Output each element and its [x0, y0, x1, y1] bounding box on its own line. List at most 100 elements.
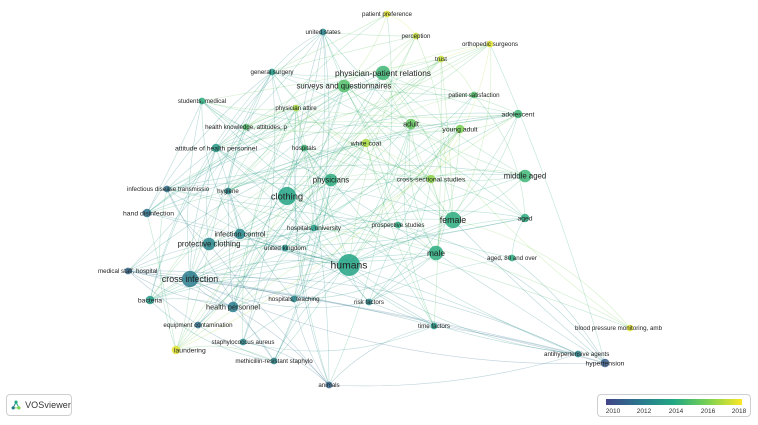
network-node[interactable] — [239, 338, 247, 346]
node-label[interactable]: physician-patient relations — [335, 68, 431, 78]
node-label[interactable]: young adult — [442, 126, 477, 133]
network-node[interactable] — [124, 267, 132, 275]
network-node[interactable] — [270, 357, 278, 365]
node-label[interactable]: bacteria — [138, 297, 162, 304]
node-label[interactable]: physician attire — [275, 105, 317, 112]
node-label[interactable]: aged — [517, 215, 532, 222]
network-node[interactable] — [163, 185, 171, 193]
node-label[interactable]: hospitals, university — [287, 225, 342, 232]
network-node[interactable] — [292, 104, 300, 112]
node-label[interactable]: hand disinfection — [123, 210, 174, 217]
network-node[interactable] — [325, 381, 333, 389]
node-label[interactable]: antihypertensive agents — [544, 351, 609, 358]
network-node[interactable] — [211, 143, 221, 153]
node-label[interactable]: time factors — [418, 323, 450, 330]
network-node[interactable] — [437, 55, 445, 63]
network-node[interactable] — [600, 358, 610, 368]
network-node[interactable] — [145, 295, 155, 305]
network-node[interactable] — [227, 301, 239, 313]
network-node[interactable] — [486, 40, 494, 48]
node-label[interactable]: patient satisfaction — [448, 92, 500, 99]
network-node[interactable] — [513, 109, 523, 119]
network-node[interactable] — [365, 298, 373, 306]
network-node[interactable] — [290, 295, 298, 303]
node-label[interactable]: general surgery — [251, 69, 295, 76]
network-node[interactable] — [412, 32, 420, 40]
network-node[interactable] — [470, 91, 478, 99]
network-node[interactable] — [428, 245, 444, 261]
node-label[interactable]: adult — [403, 120, 419, 129]
node-label[interactable]: physicians — [313, 176, 350, 185]
network-node[interactable] — [426, 174, 436, 184]
network-node[interactable] — [338, 254, 360, 276]
node-label[interactable]: health personnel — [206, 303, 260, 312]
network-node[interactable] — [277, 186, 297, 206]
network-node[interactable] — [324, 173, 338, 187]
network-node[interactable] — [375, 65, 391, 81]
network-node[interactable] — [508, 254, 516, 262]
node-label[interactable]: staphylococcus aureus — [212, 339, 275, 346]
network-node[interactable] — [202, 237, 216, 251]
node-label[interactable]: trust — [435, 56, 447, 63]
node-label[interactable]: adolescent — [502, 111, 535, 118]
network-node[interactable] — [444, 211, 462, 229]
node-label[interactable]: united kingdom — [264, 245, 306, 252]
network-node[interactable] — [383, 10, 391, 18]
network-node[interactable] — [281, 244, 289, 252]
node-label[interactable]: protective clothing — [178, 240, 241, 249]
network-node[interactable] — [337, 79, 351, 93]
node-label[interactable]: equipment contamination — [163, 322, 233, 329]
network-node[interactable] — [171, 345, 181, 355]
node-label[interactable]: prospective studies — [372, 222, 425, 229]
network-node[interactable] — [430, 322, 438, 330]
node-label[interactable]: female — [440, 215, 467, 225]
network-node[interactable] — [518, 169, 532, 183]
network-node[interactable] — [242, 123, 250, 131]
network-node[interactable] — [224, 187, 232, 195]
network-node[interactable] — [194, 321, 202, 329]
node-label[interactable]: attitude of health personnel — [175, 145, 257, 152]
node-label[interactable]: hospitals — [292, 145, 316, 152]
network-node[interactable] — [181, 270, 199, 288]
network-node[interactable] — [310, 224, 318, 232]
node-label[interactable]: methicillin-resistant staphylo — [235, 358, 313, 365]
node-label[interactable]: united states — [305, 29, 340, 36]
node-label[interactable]: hygiene — [217, 188, 239, 195]
node-label[interactable]: male — [427, 248, 445, 258]
node-label[interactable]: surveys and questionnaires — [297, 82, 392, 91]
node-label[interactable]: clothing — [271, 190, 303, 201]
network-node[interactable] — [268, 68, 276, 76]
node-label[interactable]: risk factors — [354, 299, 384, 306]
network-node[interactable] — [520, 213, 530, 223]
node-label[interactable]: students, medical — [178, 98, 226, 105]
node-label[interactable]: laundering — [174, 347, 206, 354]
network-node[interactable] — [300, 144, 308, 152]
node-label[interactable]: cross-sectional studies — [397, 176, 466, 183]
node-label[interactable]: infection control — [214, 230, 265, 239]
network-node[interactable] — [198, 97, 206, 105]
node-label[interactable]: cross infection — [162, 274, 218, 284]
node-label[interactable]: perception — [402, 33, 431, 40]
node-label[interactable]: humans — [331, 261, 368, 272]
network-node[interactable] — [361, 138, 371, 148]
network-node[interactable] — [405, 118, 417, 130]
network-node[interactable] — [626, 324, 634, 332]
node-label[interactable]: white coat — [350, 140, 382, 147]
node-label[interactable]: hypertension — [586, 360, 625, 367]
network-node[interactable] — [455, 124, 465, 134]
node-label[interactable]: blood pressure monitoring, amb — [575, 325, 663, 332]
network-node[interactable] — [142, 208, 152, 218]
network-node[interactable] — [574, 350, 582, 358]
network-node[interactable] — [319, 28, 327, 36]
node-label[interactable]: health knowledge, attitudes, p — [205, 124, 287, 131]
network-node[interactable] — [394, 221, 402, 229]
node-label[interactable]: medical staff, hospital — [98, 268, 157, 275]
node-label[interactable]: patient preference — [362, 11, 412, 18]
node-label[interactable]: orthopedic surgeons — [462, 41, 518, 48]
node-label[interactable]: middle aged — [504, 172, 546, 181]
network-node[interactable] — [234, 228, 246, 240]
node-label[interactable]: animals — [318, 382, 339, 389]
node-label[interactable]: aged, 80 and over — [487, 255, 537, 262]
